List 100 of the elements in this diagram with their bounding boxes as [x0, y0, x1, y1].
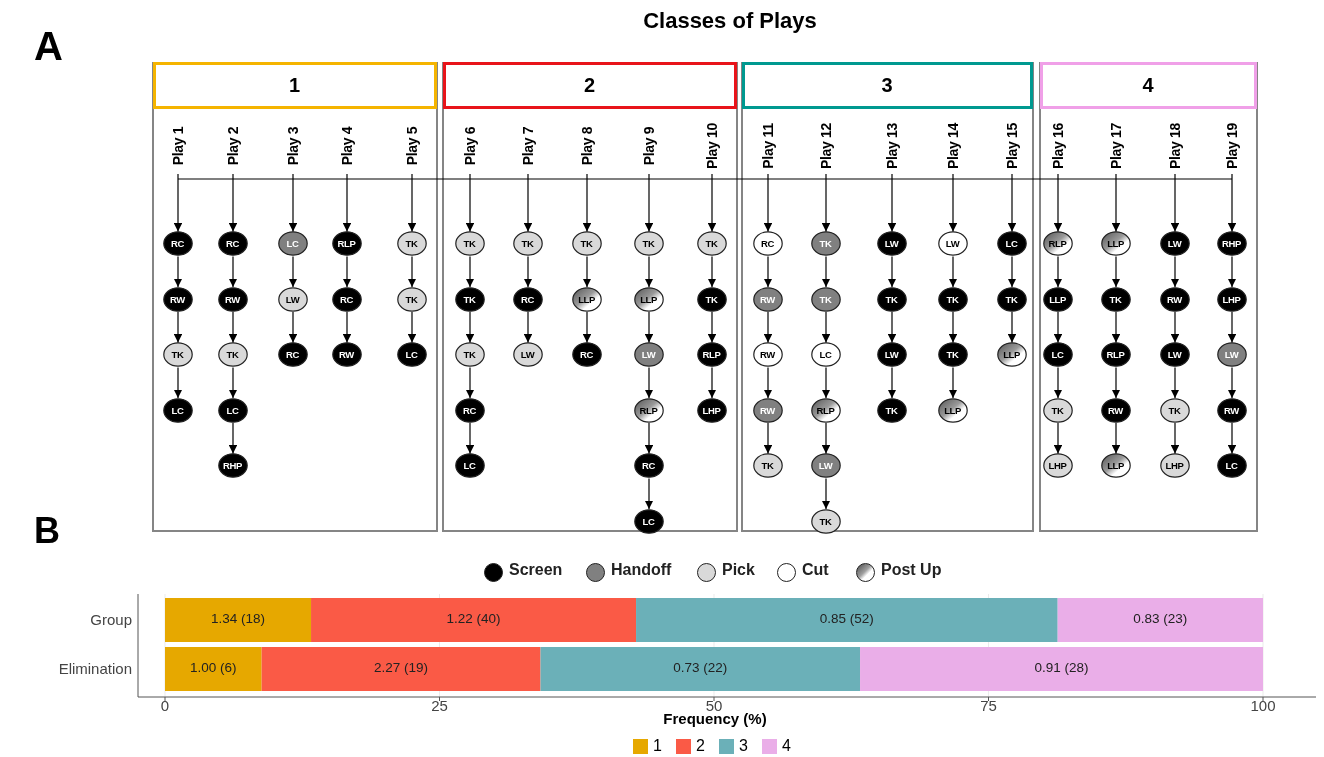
action-circle	[752, 453, 783, 478]
play-label: Play 10	[702, 121, 721, 171]
action-circle	[810, 453, 841, 478]
play-label: Play 15	[1002, 121, 1021, 171]
play-label: Play 11	[758, 121, 777, 171]
circle-label: TK	[761, 460, 774, 471]
circle-label: RW	[1167, 293, 1182, 305]
arrow	[407, 311, 417, 344]
legend-label: 4	[782, 737, 791, 755]
arrow	[288, 255, 298, 288]
arrow	[523, 255, 533, 288]
title: Classes of Plays	[642, 8, 818, 34]
action-circle	[454, 231, 485, 256]
action-circle	[633, 508, 664, 534]
play-label: Play 8	[577, 125, 596, 167]
arrow	[407, 255, 417, 288]
arrow	[1111, 173, 1121, 233]
action-circle	[571, 286, 602, 312]
action-circle	[1159, 286, 1190, 312]
class-header	[152, 61, 437, 109]
arrow	[821, 255, 831, 288]
circle-label: TK	[463, 238, 476, 249]
arrow	[173, 311, 183, 344]
class-number: 3	[881, 73, 893, 97]
arrow	[228, 255, 238, 288]
arrow	[948, 173, 958, 233]
class-header	[741, 61, 1033, 109]
circle-label: LC	[1051, 349, 1064, 360]
class-number: 4	[1142, 73, 1154, 97]
class-panel	[442, 62, 738, 532]
arrow	[644, 366, 654, 399]
action-circle	[277, 342, 308, 367]
play-label: Play 19	[1222, 121, 1241, 171]
circle-label: LW	[945, 238, 960, 249]
action-circle	[1100, 397, 1131, 423]
play-label: Play 7	[518, 125, 537, 167]
action-circle	[217, 342, 248, 367]
value-label: 2.27 (19)	[373, 660, 430, 675]
action-circle	[162, 342, 193, 367]
arrow	[1111, 422, 1121, 455]
action-circle	[1100, 231, 1131, 256]
arrow	[763, 311, 773, 344]
arrow	[948, 311, 958, 344]
arrow	[821, 366, 831, 399]
action-circle	[1216, 231, 1247, 256]
legend-label: 2	[696, 737, 705, 755]
action-circle	[633, 342, 664, 367]
action-circle	[331, 342, 362, 367]
arrow	[465, 173, 475, 233]
circle-label: TK	[819, 515, 832, 527]
circle-label: TK	[885, 404, 898, 416]
action-circle	[1159, 397, 1190, 423]
action-circle	[752, 342, 783, 367]
circle-label: LHP	[702, 404, 721, 416]
action-circle	[1042, 453, 1073, 478]
action-circle	[162, 397, 193, 423]
circle-label: LC	[1005, 238, 1018, 249]
action-circle	[331, 286, 362, 312]
circle-label: TK	[819, 238, 832, 249]
arrow	[1007, 173, 1017, 233]
circle-label: TK	[1051, 404, 1064, 416]
legend-label: Handoff	[611, 561, 672, 579]
action-circle	[752, 286, 783, 312]
arrow	[1170, 173, 1180, 233]
circle-label: TK	[1109, 293, 1122, 305]
arrow	[1227, 255, 1237, 288]
action-circle	[396, 342, 427, 367]
circle-label: LC	[463, 460, 476, 471]
play-label: Play 13	[882, 121, 901, 171]
legend-label: 1	[653, 737, 662, 755]
arrow	[465, 366, 475, 399]
legend-label: Cut	[802, 561, 829, 579]
circle-label: LW	[884, 238, 899, 249]
circle-label: LW	[1167, 349, 1182, 360]
circle-label: TK	[521, 238, 534, 249]
circle-label: LLP	[1107, 238, 1124, 249]
value-label: 0.91 (28)	[1033, 660, 1090, 675]
action-circle	[1159, 453, 1190, 478]
action-circle	[454, 286, 485, 312]
action-circle	[1100, 453, 1131, 478]
circle-label: LC	[171, 404, 184, 416]
circle-label: RC	[521, 293, 534, 305]
circle-label: LC	[642, 515, 655, 527]
action-circle	[696, 231, 727, 256]
arrow	[1227, 311, 1237, 344]
circle-label: TK	[705, 238, 718, 249]
arrow	[1227, 173, 1237, 233]
action-circle	[996, 342, 1027, 367]
class-panel	[152, 62, 438, 532]
action-circle	[217, 286, 248, 312]
arrow	[342, 255, 352, 288]
value-label: 0.85 (52)	[818, 611, 875, 626]
class-panel	[741, 62, 1034, 532]
arrow	[644, 477, 654, 510]
action-circle	[810, 508, 841, 534]
arrow	[1053, 422, 1063, 455]
arrow	[887, 173, 897, 233]
connector-bus	[177, 178, 1233, 180]
action-circle	[810, 231, 841, 256]
circle-label: RLP	[639, 404, 658, 416]
